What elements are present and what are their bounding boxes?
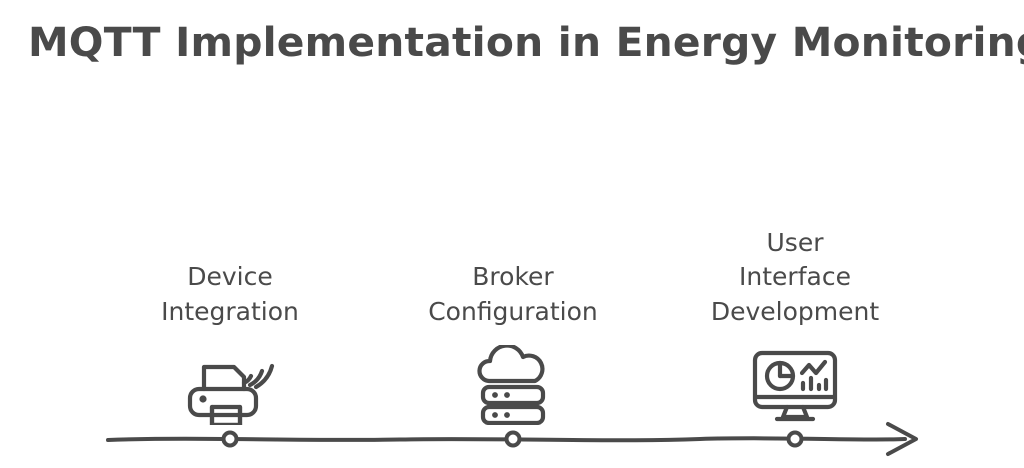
timeline-milestone-device-integration[interactable]: Device Integration bbox=[115, 185, 345, 425]
cloud-server-icon bbox=[465, 345, 561, 425]
milestone-label-device-integration: Device Integration bbox=[161, 262, 299, 326]
dashboard-monitor-icon bbox=[747, 345, 843, 425]
milestone-label-broker-configuration: Broker Configuration bbox=[428, 262, 598, 326]
timeline-arrowhead bbox=[886, 422, 918, 456]
page-title: MQTT Implementation in Energy Monitoring bbox=[28, 20, 1024, 66]
timeline-line bbox=[106, 436, 907, 443]
wireless-printer-icon bbox=[182, 345, 278, 425]
timeline-milestone-broker-configuration[interactable]: Broker Configuration bbox=[398, 185, 628, 425]
milestone-label-user-interface-development: User Interface Development bbox=[710, 227, 880, 326]
timeline-marker-1[interactable] bbox=[221, 430, 239, 448]
timeline-marker-2[interactable] bbox=[504, 430, 522, 448]
timeline-marker-3[interactable] bbox=[786, 430, 804, 448]
timeline-milestone-user-interface-development[interactable]: User Interface Development bbox=[680, 185, 910, 425]
